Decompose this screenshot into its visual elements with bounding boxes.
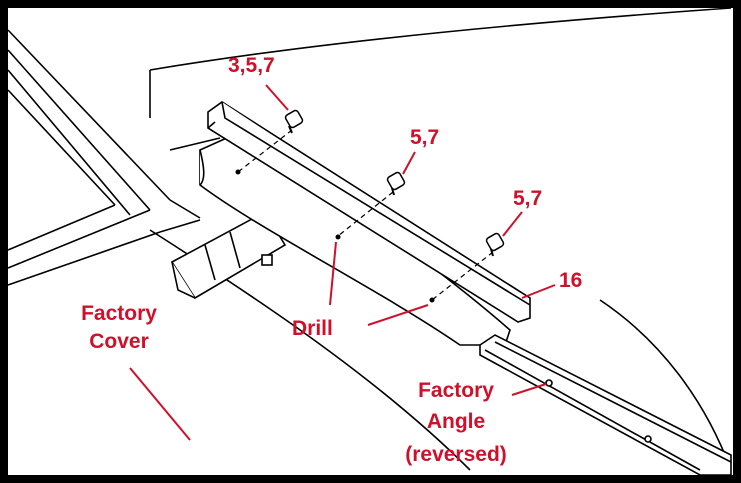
bolt-2: [386, 171, 406, 196]
callout-factory-cover-line2: Cover: [89, 330, 149, 353]
callout-bolt-a: 3,5,7: [228, 54, 275, 77]
callout-drill: Drill: [292, 317, 333, 340]
bracket-block: [170, 210, 287, 300]
leader-factory-cover: [129, 367, 191, 441]
drill-holes: [235, 169, 435, 303]
leader-bolt-3: [502, 211, 523, 237]
callout-bolt-c: 5,7: [513, 187, 542, 210]
drill-hole: [429, 297, 435, 303]
leader-drill-right: [367, 304, 429, 326]
leader-bolt-2: [402, 151, 416, 175]
callout-leaders: [129, 84, 556, 441]
factory-angle-rail: [479, 334, 732, 476]
callout-factory-angle-line2: Angle: [427, 410, 485, 433]
factory-cover-frame: [7, 29, 201, 286]
callout-bolt-b: 5,7: [410, 126, 439, 149]
leader-drill-up: [329, 241, 337, 306]
callout-factory-cover-line1: Factory: [81, 302, 157, 325]
leader-factory-angle: [511, 383, 547, 396]
leader-part-16: [521, 284, 556, 299]
callout-factory-angle-line1: Factory: [418, 379, 494, 402]
drill-hole: [335, 234, 341, 240]
callout-factory-angle-line3: (reversed): [405, 443, 507, 466]
drill-alignment-lines: [237, 129, 494, 301]
leader-bolt-1: [265, 84, 289, 111]
rail-part-16: [207, 101, 531, 323]
callout-part-16: 16: [559, 269, 582, 292]
bolt-3: [485, 232, 505, 257]
drill-hole: [235, 169, 241, 175]
bolt-1: [284, 109, 304, 134]
